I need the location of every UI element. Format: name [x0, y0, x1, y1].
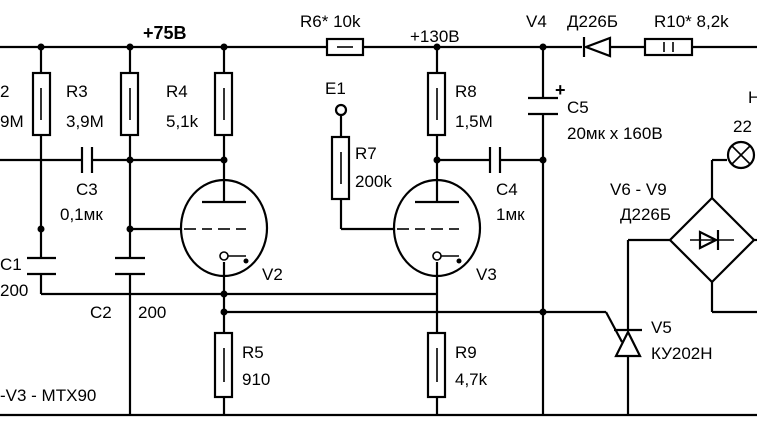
label-r6: R6* 10k [300, 12, 361, 31]
label-r2-ref: 2 [0, 82, 9, 101]
resistor-r9 [426, 331, 447, 399]
label-h-val: 22 [733, 117, 752, 136]
label-c5-plus: + [555, 80, 566, 100]
label-h-ref: H [748, 88, 757, 107]
label-c5-val: 20мк х 160В [567, 124, 663, 143]
label-c2-ref: C2 [90, 303, 112, 322]
label-v2: V2 [262, 265, 283, 284]
junction-dots [37, 43, 547, 316]
label-c4-ref: C4 [496, 180, 518, 199]
label-c5-ref: C5 [567, 98, 589, 117]
label-r3-val: 3,9M [66, 112, 104, 131]
resistor-r4 [213, 71, 234, 137]
wiring [0, 45, 757, 417]
label-r5-ref: R5 [242, 343, 264, 362]
label-r4-ref: R4 [166, 82, 188, 101]
label-r2-val: 9M [0, 112, 24, 131]
resistor-r5 [213, 331, 234, 399]
resistor-r6 [325, 37, 365, 57]
capacitors [27, 96, 558, 276]
label-r9-val: 4,7k [455, 370, 488, 389]
tube-v2 [179, 178, 269, 278]
resistor-r3 [119, 71, 140, 137]
label-r4-val: 5,1k [166, 112, 199, 131]
label-v5-ref: V5 [651, 318, 672, 337]
diode-v4 [582, 36, 612, 58]
label-v6-v9: V6 - V9 [610, 180, 667, 199]
label-r8-val: 1,5M [455, 112, 493, 131]
label-v3: V3 [476, 265, 497, 284]
resistor-r7 [330, 135, 351, 201]
thyristor-v5 [614, 328, 642, 358]
label-v5-val: КУ202Н [651, 344, 713, 363]
label-c2-val: 200 [138, 303, 166, 322]
label-c3-ref: C3 [76, 180, 98, 199]
label-v6-v9-type: Д226Б [620, 205, 671, 224]
terminal-e1 [334, 103, 348, 117]
label-tube-types: -V3 - МТХ90 [0, 386, 96, 405]
label-c4-val: 1мк [496, 205, 525, 224]
label-r10: R10* 8,2k [654, 12, 729, 31]
label-d226b: Д226Б [567, 12, 618, 31]
label-r7-ref: R7 [355, 144, 377, 163]
labels: 2 9M R3 3,9M R4 5,1k +75В R6* 10k +130В … [0, 12, 757, 405]
label-r3-ref: R3 [66, 82, 88, 101]
lamp-h [726, 140, 756, 170]
label-r8-ref: R8 [455, 82, 477, 101]
label-v4: V4 [526, 12, 547, 31]
tube-v3 [392, 178, 482, 278]
label-rail-130v: +130В [410, 27, 460, 46]
resistor-r8 [426, 71, 447, 137]
label-r7-val: 200k [355, 172, 392, 191]
label-c3-val: 0,1мк [60, 205, 103, 224]
label-r5-val: 910 [242, 370, 270, 389]
label-e1: E1 [325, 79, 346, 98]
label-r9-ref: R9 [455, 343, 477, 362]
resistors [31, 37, 694, 399]
bridge-v6-v9 [668, 196, 756, 284]
label-c1-val: 200 [0, 281, 28, 300]
resistor-r10 [643, 37, 694, 57]
resistor-r2 [31, 71, 52, 137]
label-rail-75v: +75В [143, 23, 187, 43]
label-c1-ref: C1 [0, 255, 22, 274]
